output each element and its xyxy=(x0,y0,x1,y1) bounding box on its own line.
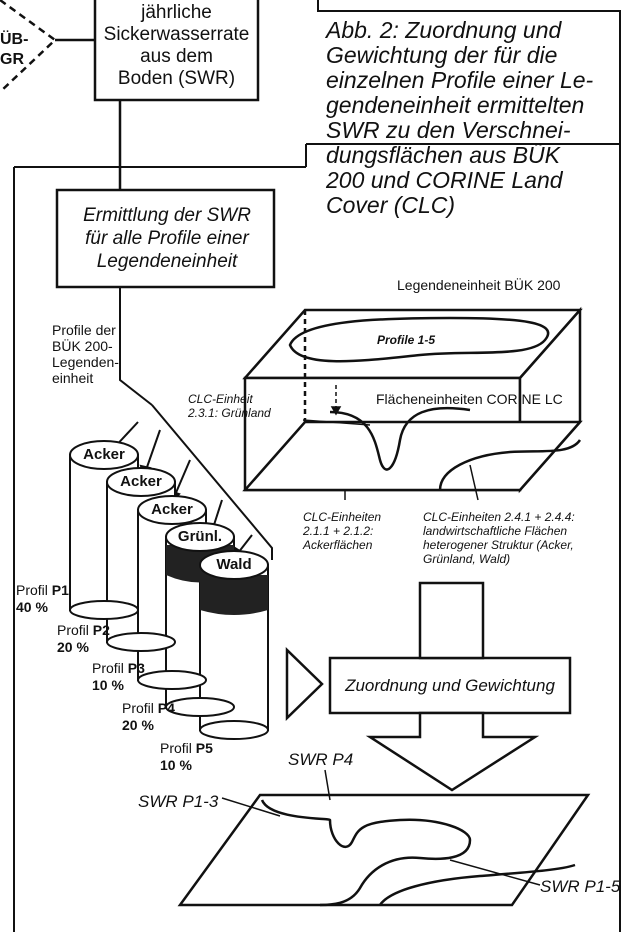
cylinder-3-label: Profil P3 10 % xyxy=(92,660,145,694)
connector-to-profiles xyxy=(120,287,152,405)
clc-acker-label: CLC-Einheiten 2.1.1 + 2.1.2: Ackerfläche… xyxy=(303,510,381,552)
profil-word: Profil xyxy=(57,622,89,638)
cylinder-cap-label: Grünl. xyxy=(166,528,234,545)
result-label-p4: SWR P4 xyxy=(288,748,353,771)
caption-line: SWR zu den Verschnei- xyxy=(326,118,618,143)
partial-line-1: ÜB- xyxy=(0,30,28,50)
clc-hetero-line: heterogener Struktur (Acker, xyxy=(423,538,575,552)
cylinder-1-label: Profil P1 40 % xyxy=(16,582,69,616)
block-arrow-top xyxy=(420,583,483,658)
block-inner-label: Profile 1-5 xyxy=(377,333,435,347)
clc-hetero-line: Grünland, Wald) xyxy=(423,552,575,566)
profil-pct: 20 % xyxy=(122,717,175,734)
cylinder-cap-label: Acker xyxy=(70,446,138,463)
clc-acker-line: CLC-Einheiten xyxy=(303,510,381,524)
caption-line: Abb. 2: Zuordnung und xyxy=(326,18,618,43)
ermittlung-line: für alle Profile einer xyxy=(62,227,272,250)
zuordnung-label: Zuordnung und Gewichtung xyxy=(330,674,570,697)
caption-line: Gewichtung der für die xyxy=(326,43,618,68)
right-arrow xyxy=(287,650,322,718)
clc-acker-line: 2.1.1 + 2.1.2: xyxy=(303,524,381,538)
profil-word: Profil xyxy=(16,582,48,598)
profil-pct: 40 % xyxy=(16,599,69,616)
ermittlung-line: Legendeneinheit xyxy=(62,250,272,273)
caption-line: 200 und CORINE Land xyxy=(326,168,618,193)
caption-line: dungsflächen aus BÜK xyxy=(326,143,618,168)
clc-gruen-line: 2.3.1: Grünland xyxy=(188,406,271,420)
swr-line: jährliche xyxy=(95,2,258,24)
block-arrow-bottom xyxy=(370,713,535,790)
profil-pct: 20 % xyxy=(57,639,110,656)
profile-header-line: Legenden- xyxy=(52,354,119,370)
caption-line: einzelnen Profile einer Le- xyxy=(326,68,618,93)
profil-code: P5 xyxy=(196,740,213,756)
profil-word: Profil xyxy=(92,660,124,676)
partial-line-2: GR xyxy=(0,50,28,70)
swr-box-text: jährliche Sickerwasserrate aus dem Boden… xyxy=(95,2,258,90)
cylinder-5-label: Profil P5 10 % xyxy=(160,740,213,774)
profil-pct: 10 % xyxy=(92,677,145,694)
clc-acker-line: Ackerflächen xyxy=(303,538,381,552)
result-label-p15: SWR P1-5 xyxy=(540,875,620,898)
cylinder-2-label: Profil P2 20 % xyxy=(57,622,110,656)
caption-line: Cover (CLC) xyxy=(326,193,618,218)
figure-caption: Abb. 2: Zuordnung und Gewichtung der für… xyxy=(326,18,618,218)
result-label-p13: SWR P1-3 xyxy=(138,790,218,813)
swr-line: Sickerwasserrate xyxy=(95,24,258,46)
profile-header-line: Profile der xyxy=(52,322,119,338)
clc-hetero-line: CLC-Einheiten 2.4.1 + 2.4.4: xyxy=(423,510,575,524)
swr-line: aus dem xyxy=(95,46,258,68)
clc-hetero-line: landwirtschaftliche Flächen xyxy=(423,524,575,538)
profil-word: Profil xyxy=(122,700,154,716)
profil-code: P3 xyxy=(128,660,145,676)
ermittlung-line: Ermittlung der SWR xyxy=(62,204,272,227)
result-map xyxy=(180,795,588,905)
block-title: Legendeneinheit BÜK 200 xyxy=(397,278,560,293)
profil-word: Profil xyxy=(160,740,192,756)
profil-pct: 10 % xyxy=(160,757,213,774)
clc-gruen-line: CLC-Einheit xyxy=(188,392,271,406)
cylinder-4-label: Profil P4 20 % xyxy=(122,700,175,734)
profile-header-line: BÜK 200- xyxy=(52,338,119,354)
profile-header: Profile der BÜK 200- Legenden- einheit xyxy=(52,322,119,386)
profil-code: P2 xyxy=(93,622,110,638)
clc-hetero-label: CLC-Einheiten 2.4.1 + 2.4.4: landwirtsch… xyxy=(423,510,575,566)
cylinder-cap-label: Acker xyxy=(138,501,206,518)
block-clc-label: Flächeneinheiten CORINE LC xyxy=(376,392,563,407)
partial-left-text: ÜB- GR xyxy=(0,30,28,70)
caption-line: gendeneinheit ermittelten xyxy=(326,93,618,118)
cylinder-cap-label: Wald xyxy=(200,556,268,573)
swr-line: Boden (SWR) xyxy=(95,68,258,90)
profile-header-line: einheit xyxy=(52,370,119,386)
ermittlung-text: Ermittlung der SWR für alle Profile eine… xyxy=(62,204,272,273)
cylinder-cap-label: Acker xyxy=(107,473,175,490)
clc-gruen-label: CLC-Einheit 2.3.1: Grünland xyxy=(188,392,271,420)
profil-code: P4 xyxy=(158,700,175,716)
profil-code: P1 xyxy=(52,582,69,598)
